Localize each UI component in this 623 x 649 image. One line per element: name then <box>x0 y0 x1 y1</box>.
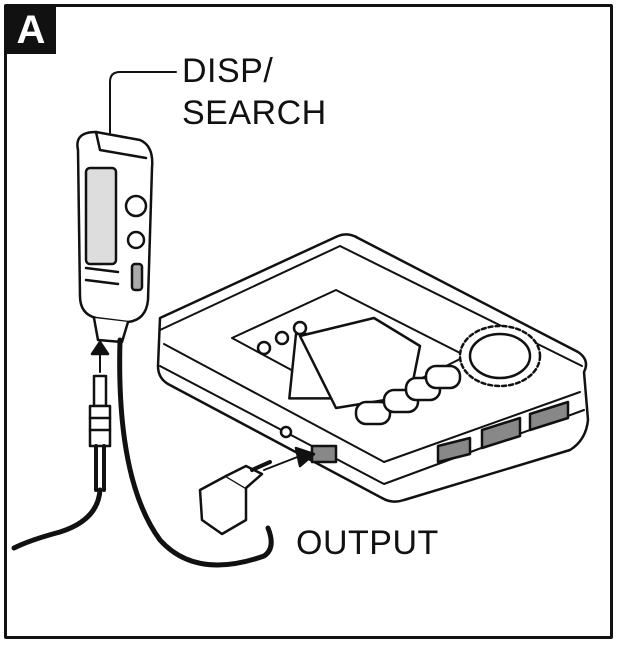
remote-plug-icon <box>88 340 112 492</box>
md-player-icon <box>156 233 590 503</box>
remote-cable-2 <box>117 337 274 568</box>
output-plug-icon <box>198 446 316 536</box>
callout-leader <box>109 71 177 141</box>
remote-control-icon <box>76 130 154 344</box>
output-label: OUTPUT <box>296 524 439 562</box>
disp-search-label-line2: SEARCH <box>182 94 327 132</box>
disp-search-label-line1: DISP/ <box>182 52 274 90</box>
figure-badge: A <box>6 6 56 54</box>
remote-cable <box>11 487 103 551</box>
